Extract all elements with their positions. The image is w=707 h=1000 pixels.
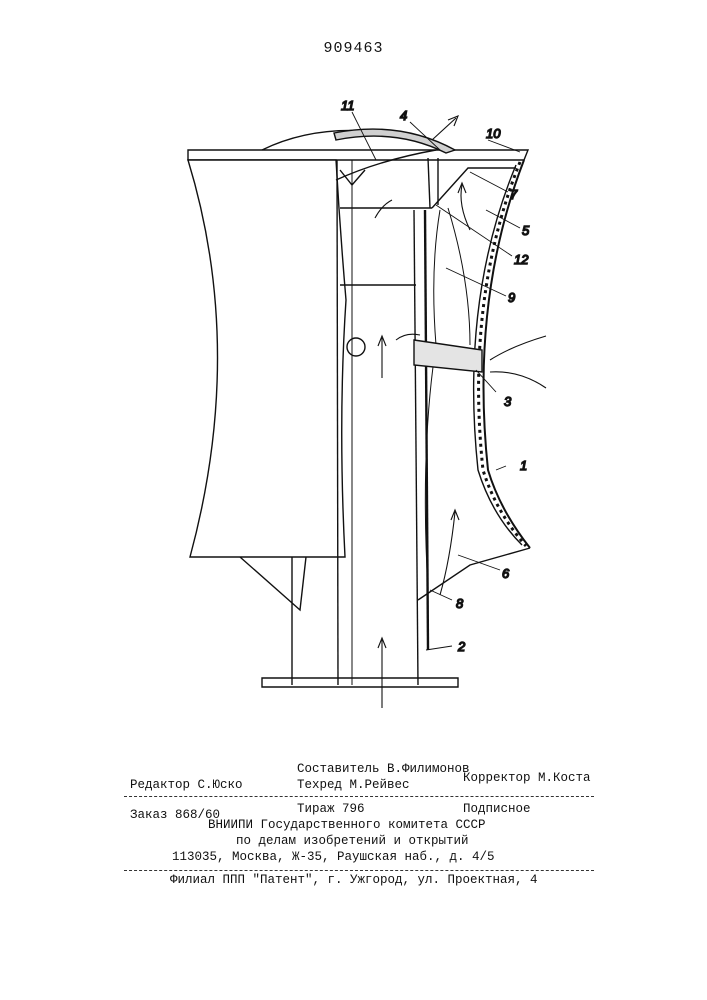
- label-7: 7: [510, 187, 518, 202]
- airflow-arrows: [375, 116, 546, 708]
- imprint-order: Заказ 868/60: [130, 808, 220, 822]
- label-3: 3: [504, 394, 512, 409]
- imprint-circulation: Тираж 796: [297, 802, 365, 816]
- label-2: 2: [457, 639, 466, 654]
- label-12: 12: [514, 252, 529, 267]
- label-10: 10: [486, 126, 501, 141]
- leader-lines: [352, 112, 520, 650]
- imprint-techred: Техред М.Рейвес: [297, 778, 410, 792]
- imprint-org-line2: по делам изобретений и открытий: [236, 834, 469, 848]
- sight-hole: [347, 338, 365, 356]
- label-8: 8: [456, 596, 464, 611]
- cone-left: [240, 557, 306, 610]
- imprint-compiler: Составитель В.Филимонов: [297, 762, 470, 776]
- imprint-subscription: Подписное: [463, 802, 531, 816]
- imprint-address: 113035, Москва, Ж-35, Раушская наб., д. …: [172, 850, 495, 864]
- imprint-corrector: Корректор М.Коста: [463, 771, 591, 785]
- central-tube-left: [337, 160, 338, 685]
- top-plate: [188, 150, 528, 160]
- right-shell-outer: [484, 160, 531, 548]
- label-11: 11: [341, 98, 355, 113]
- left-body: [188, 160, 346, 557]
- central-tube-right: [414, 210, 418, 685]
- label-9: 9: [508, 290, 515, 305]
- wall-9b: [448, 208, 470, 345]
- right-shell-hatch: [479, 162, 526, 546]
- label-4: 4: [400, 108, 407, 123]
- inner-dome: [336, 150, 436, 180]
- brace-12: [428, 158, 430, 208]
- imprint-org-line1: ВНИИПИ Государственного комитета СССР: [208, 818, 486, 832]
- label-5: 5: [522, 223, 530, 238]
- imprint-branch: Филиал ППП "Патент", г. Ужгород, ул. Про…: [170, 873, 538, 887]
- divider-bottom: [124, 870, 594, 871]
- imprint-editor: Редактор С.Юско: [130, 778, 243, 792]
- label-1: 1: [520, 458, 527, 473]
- label-6: 6: [502, 566, 510, 581]
- divider-top: [124, 796, 594, 797]
- nozzle-3: [414, 340, 482, 372]
